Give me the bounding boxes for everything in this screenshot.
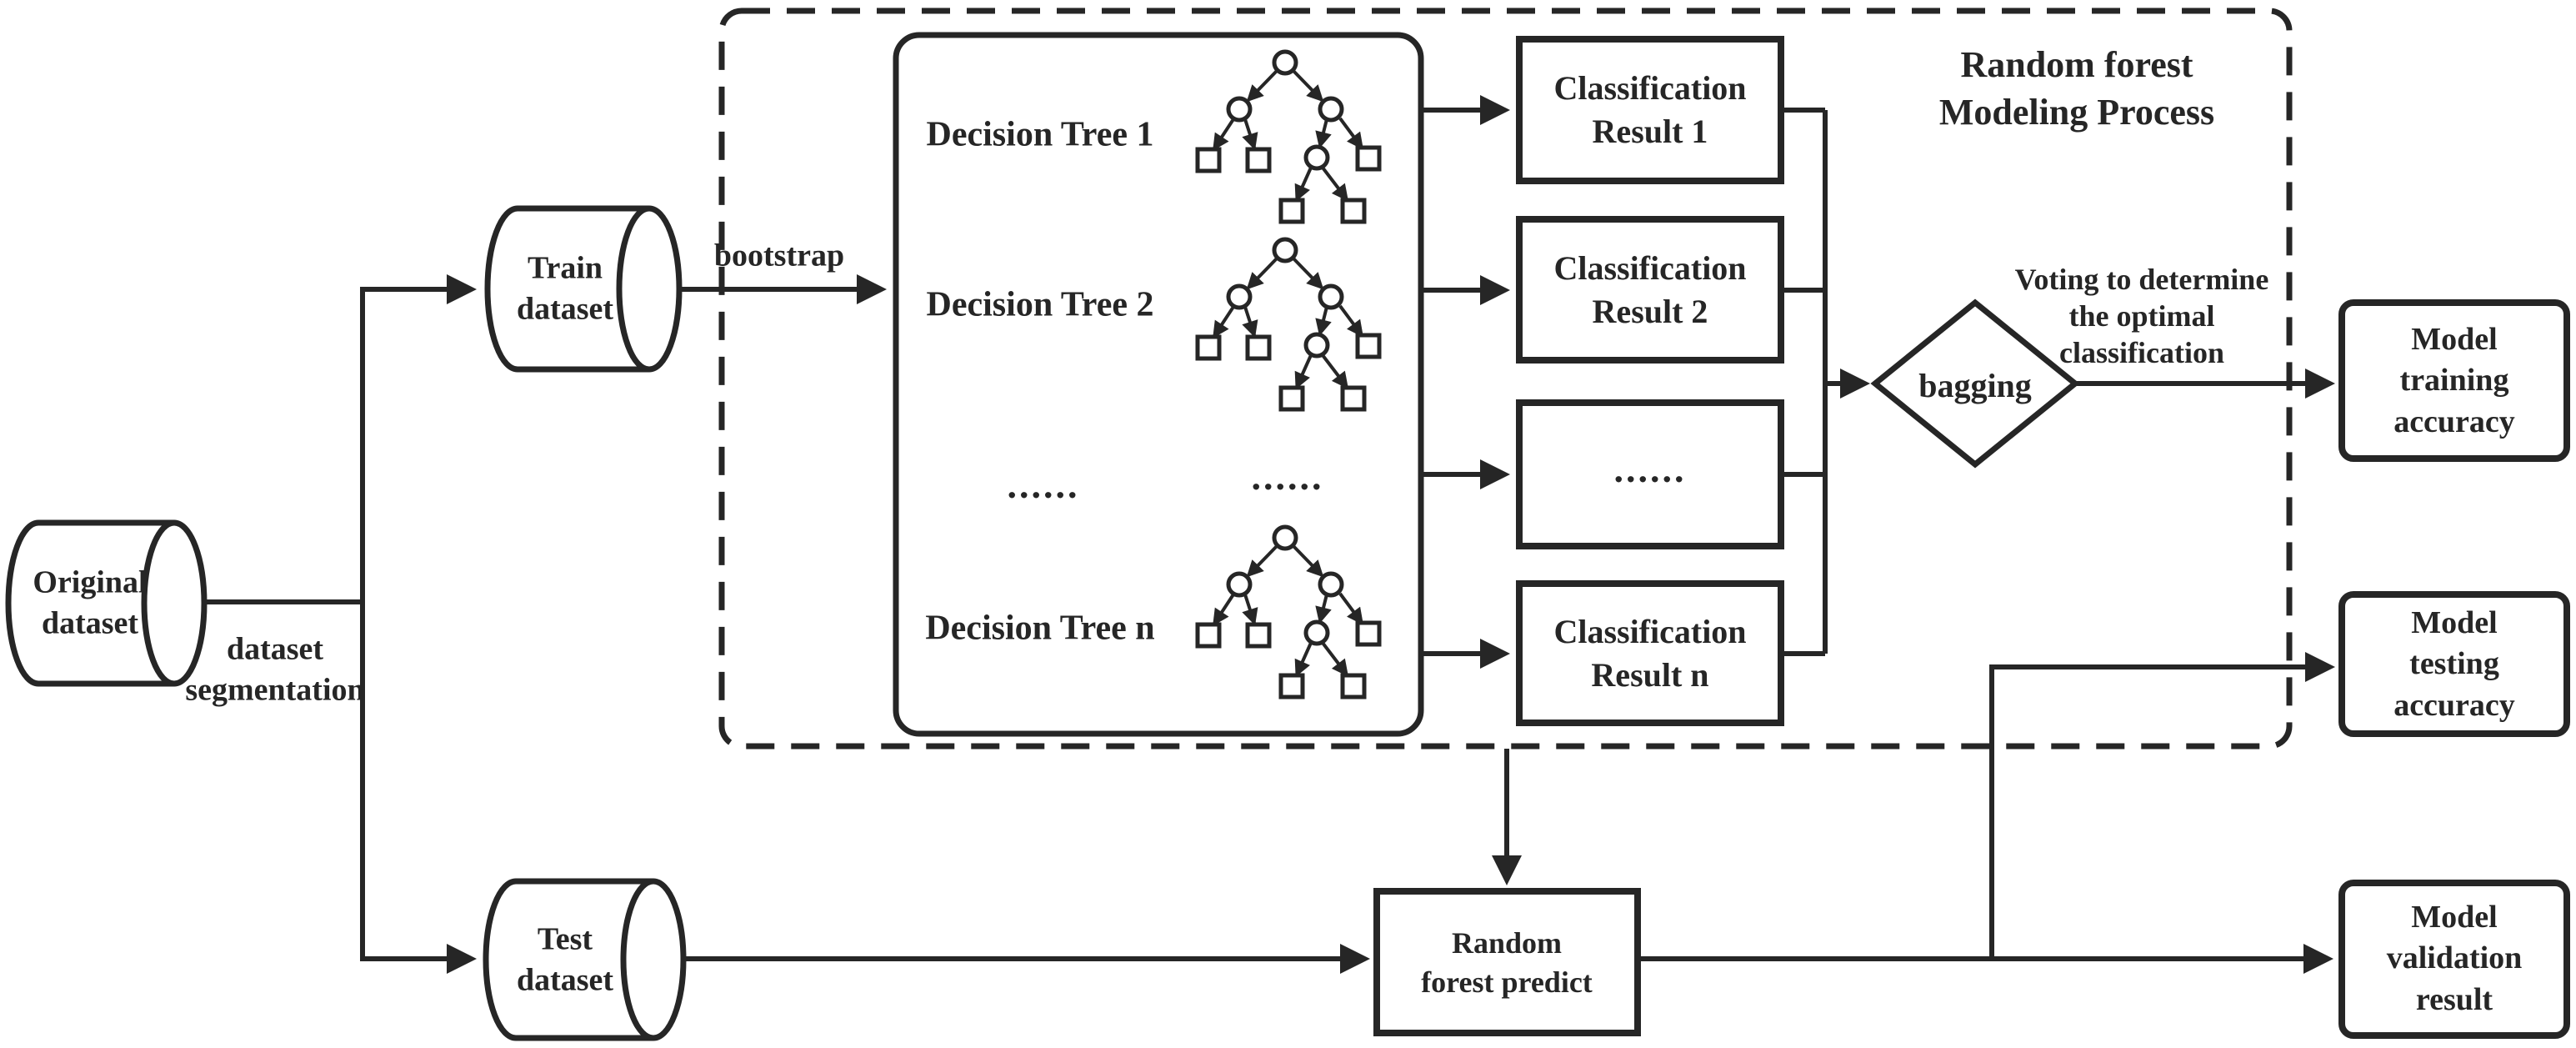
original-dataset-cylinder	[5, 519, 208, 687]
decision-tree-1-label: Decision Tree 1	[926, 115, 1154, 154]
decision-tree-icon	[1198, 527, 1379, 697]
tree-icons-ellipsis-label: ......	[1251, 455, 1324, 499]
model-testing-accuracy-box	[2338, 591, 2570, 737]
random-forest-predict-box	[1373, 888, 1641, 1036]
test-dataset-cylinder	[483, 878, 687, 1041]
edge-junction-to-test-arrow	[360, 602, 477, 974]
edge-results-collector	[1781, 108, 1828, 656]
random-forest-process-boundary	[718, 8, 2293, 750]
model-validation-result-box	[2338, 880, 2570, 1039]
edge-predict-to-testing-accuracy-arrow	[1989, 652, 2335, 959]
classification-result-ellipsis-label: ......	[1613, 448, 1687, 491]
decision-tree-ellipsis-label: ......	[1007, 464, 1080, 507]
decision-tree-icon	[1198, 52, 1379, 222]
edge-junction-to-train-arrow	[360, 274, 477, 602]
train-dataset-cylinder	[484, 205, 683, 373]
bootstrap-label: bootstrap	[713, 238, 845, 273]
decision-tree-2-label: Decision Tree 2	[926, 285, 1154, 324]
model-training-accuracy-box	[2338, 299, 2570, 462]
bagging-label: bagging	[1918, 367, 2032, 404]
decision-tree-icon	[1198, 239, 1379, 409]
decision-tree-n-label: Decision Tree n	[925, 609, 1155, 648]
decision-trees-container-box	[893, 32, 1424, 737]
